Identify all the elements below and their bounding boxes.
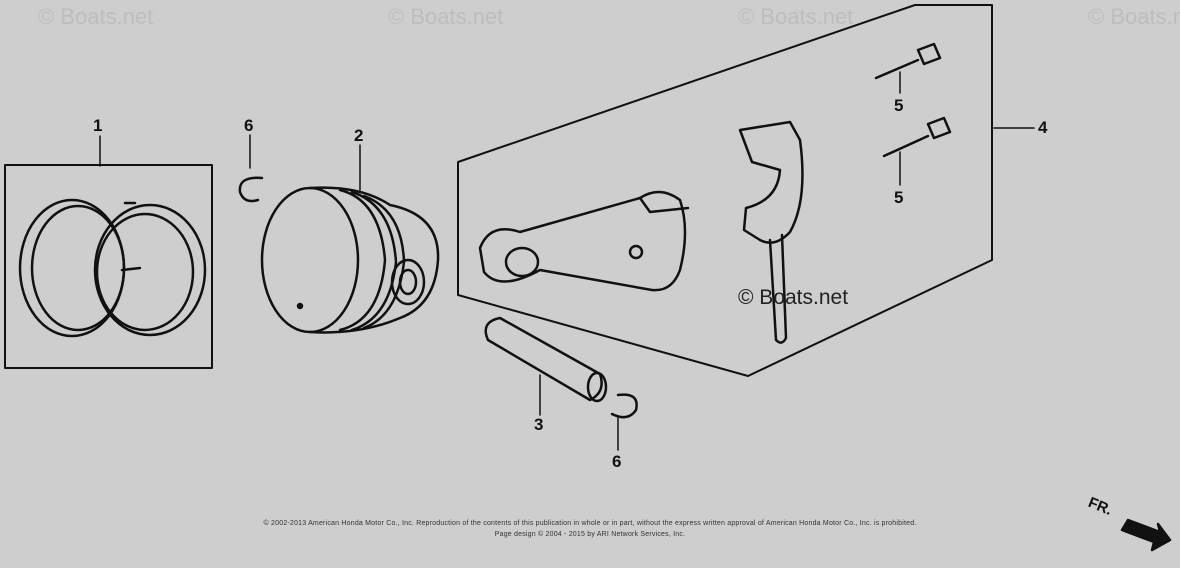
callout-1[interactable]: 1: [93, 116, 103, 135]
rod-bolt-upper[interactable]: [874, 42, 942, 80]
piston[interactable]: [260, 186, 440, 334]
callout-5-lower[interactable]: 5: [894, 188, 904, 207]
watermark: © Boats.net: [38, 4, 154, 29]
pin-clip-upper[interactable]: [238, 176, 264, 203]
callout-3[interactable]: 3: [534, 415, 544, 434]
pin-clip-lower[interactable]: [610, 393, 638, 419]
callout-6-upper[interactable]: 6: [244, 116, 254, 135]
watermark: © Boats.net: [388, 4, 504, 29]
callout-6-lower[interactable]: 6: [612, 452, 622, 471]
direction-arrow: [1120, 518, 1172, 552]
watermark: © Boats.net: [738, 4, 854, 29]
leader-lines: [99, 71, 1035, 451]
callout-5-upper[interactable]: 5: [894, 96, 904, 115]
piston-pin[interactable]: [484, 316, 608, 403]
piston-ring-set[interactable]: [4, 164, 213, 369]
callout-2[interactable]: 2: [354, 126, 364, 145]
watermark: © Boats.net: [1088, 4, 1180, 29]
callout-4[interactable]: 4: [1038, 118, 1048, 137]
copyright-footer: © 2002-2013 American Honda Motor Co., In…: [263, 520, 917, 527]
connecting-rod-assembly[interactable]: [457, 4, 993, 377]
rod-bolt-lower[interactable]: [882, 116, 952, 158]
page-design-footer: Page design © 2004 - 2015 by ARI Network…: [494, 531, 686, 538]
inner-watermark: © Boats.net: [738, 286, 849, 309]
